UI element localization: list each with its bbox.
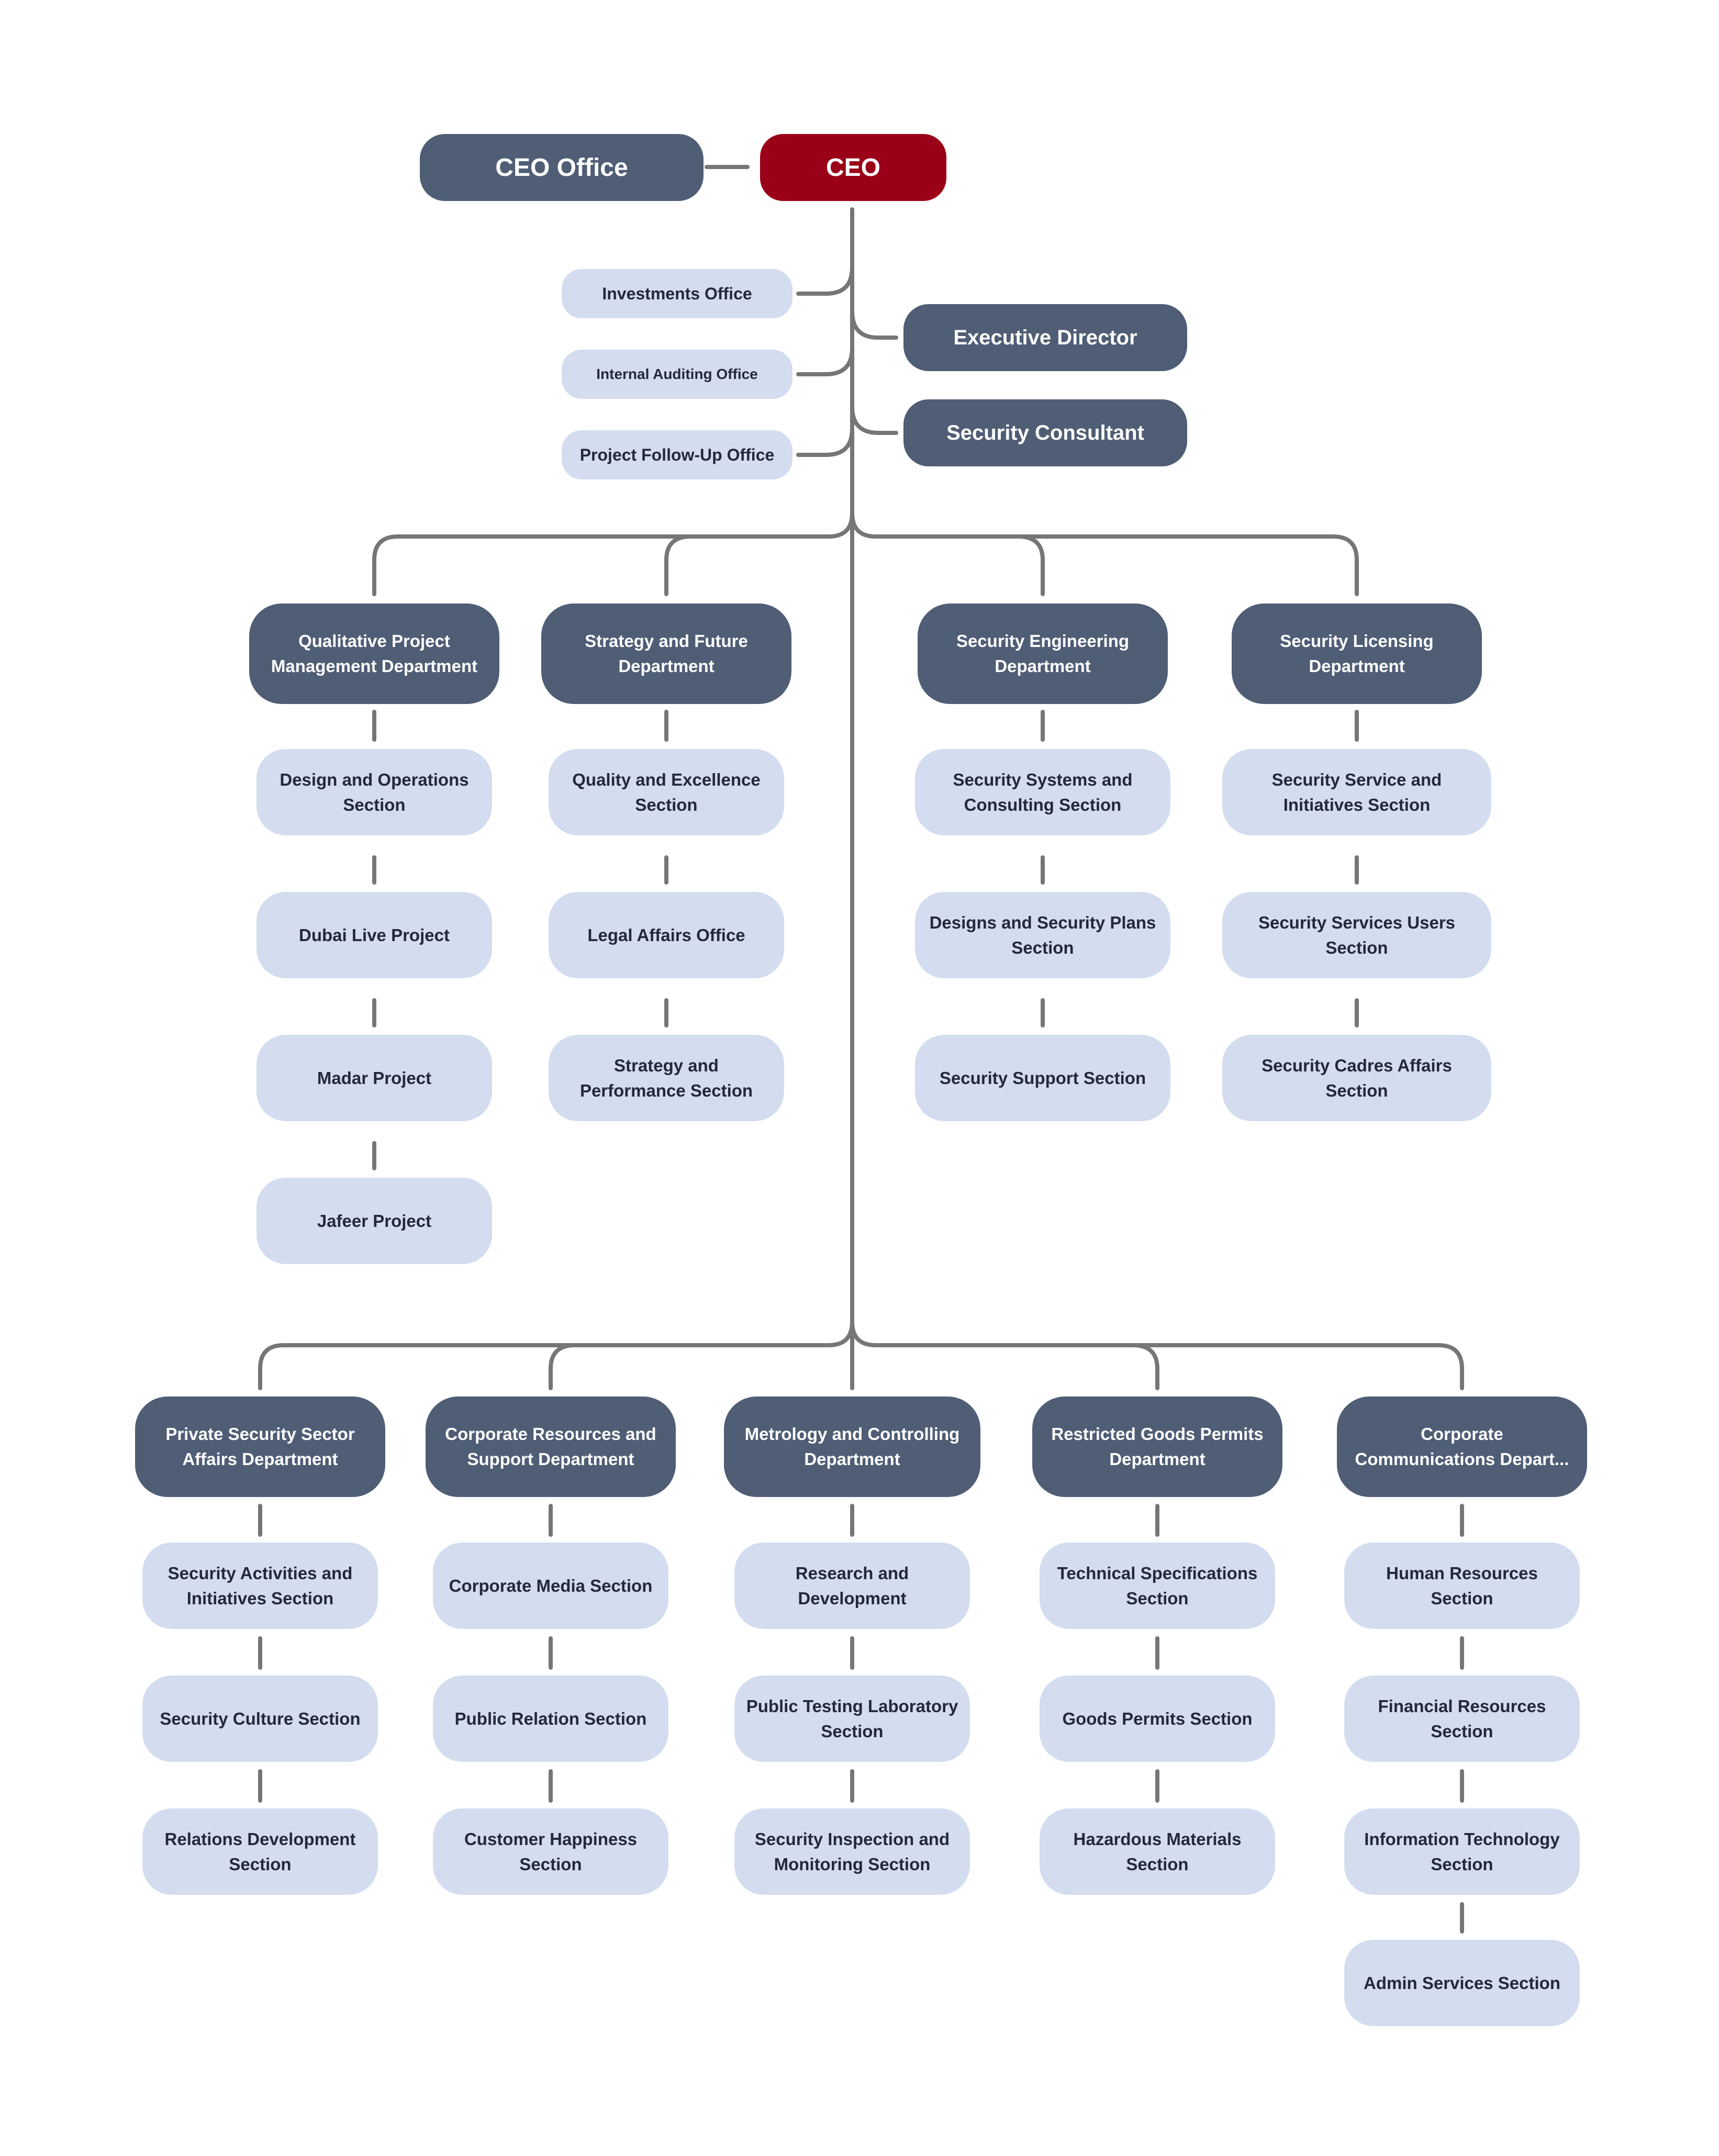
section-label: Security Support Section	[939, 1068, 1146, 1088]
section-box[interactable]: Dubai Live Project	[256, 892, 492, 978]
executive-director-box[interactable]: Executive Director	[903, 304, 1187, 371]
executive-director-label: Executive Director	[953, 326, 1137, 349]
section-label: Security Culture Section	[160, 1708, 361, 1728]
section-box[interactable]: Technical Specifications Section	[1040, 1543, 1275, 1629]
section-label: Design and Operations Section	[280, 769, 469, 814]
section-label: Goods Permits Section	[1062, 1708, 1253, 1728]
department-box[interactable]: Corporate Communications Depart...	[1337, 1397, 1587, 1497]
section-box[interactable]: Admin Services Section	[1344, 1940, 1580, 2026]
section-box[interactable]: Security Services Users Section	[1222, 892, 1491, 978]
section-label: Dubai Live Project	[299, 925, 450, 945]
ceo-office-box[interactable]: CEO Office	[420, 134, 704, 201]
section-box[interactable]: Madar Project	[256, 1035, 492, 1121]
department-box[interactable]: Private Security Sector Affairs Departme…	[135, 1397, 385, 1497]
security-consultant-box[interactable]: Security Consultant	[903, 399, 1187, 466]
section-box[interactable]: Design and Operations Section	[256, 749, 492, 835]
section-label: Admin Services Section	[1364, 1973, 1560, 1993]
section-label: Jafeer Project	[317, 1211, 432, 1231]
project-follow-up-office-label: Project Follow-Up Office	[579, 445, 775, 464]
section-label: Security Service and Initiatives Section	[1271, 769, 1442, 814]
ceo-office-label: CEO Office	[495, 153, 628, 182]
section-box[interactable]: Customer Happiness Section	[433, 1808, 668, 1895]
section-label: Corporate Media Section	[449, 1576, 653, 1595]
section-box[interactable]: Jafeer Project	[256, 1178, 492, 1264]
section-label: Madar Project	[317, 1068, 432, 1088]
section-box[interactable]: Human Resources Section	[1344, 1543, 1580, 1629]
section-box[interactable]: Goods Permits Section	[1040, 1675, 1275, 1762]
department-label: Private Security Sector Affairs Departme…	[165, 1424, 355, 1469]
department-box[interactable]: Metrology and Controlling Department	[724, 1397, 980, 1497]
section-label: Security Systems and Consulting Section	[953, 769, 1133, 814]
section-label: Information Technology Section	[1364, 1829, 1560, 1874]
section-label: Legal Affairs Office	[587, 925, 745, 945]
internal-auditing-office-box[interactable]: Internal Auditing Office	[562, 350, 792, 399]
department-label: Strategy and Future Department	[585, 631, 748, 676]
section-label: Research and Development	[795, 1563, 909, 1608]
department-label: Qualitative Project Management Departmen…	[271, 631, 478, 676]
section-box[interactable]: Designs and Security Plans Section	[915, 892, 1170, 978]
ceo-box[interactable]: CEO	[760, 134, 946, 201]
department-label: Security Engineering Department	[956, 631, 1130, 676]
department-box[interactable]: Corporate Resources and Support Departme…	[426, 1397, 676, 1497]
section-box[interactable]: Security Inspection and Monitoring Secti…	[734, 1808, 970, 1895]
section-box[interactable]: Information Technology Section	[1344, 1808, 1580, 1895]
section-box[interactable]: Public Testing Laboratory Section	[734, 1675, 970, 1762]
section-box[interactable]: Security Culture Section	[142, 1675, 378, 1762]
section-label: Financial Resources Section	[1378, 1696, 1546, 1741]
section-box[interactable]: Security Service and Initiatives Section	[1222, 749, 1491, 835]
department-label: Metrology and Controlling Department	[744, 1424, 960, 1469]
section-box[interactable]: Strategy and Performance Section	[549, 1035, 784, 1121]
department-box[interactable]: Security Engineering Department	[918, 604, 1168, 704]
section-label: Customer Happiness Section	[464, 1829, 638, 1874]
section-label: Public Testing Laboratory Section	[746, 1696, 958, 1741]
section-box[interactable]: Quality and Excellence Section	[549, 749, 784, 835]
section-label: Designs and Security Plans Section	[929, 912, 1156, 957]
internal-auditing-office-label: Internal Auditing Office	[596, 366, 758, 382]
department-box[interactable]: Security Licensing Department	[1232, 604, 1482, 704]
project-follow-up-office-box[interactable]: Project Follow-Up Office	[562, 430, 792, 479]
section-label: Security Cadres Affairs Section	[1262, 1055, 1452, 1100]
department-label: Corporate Resources and Support Departme…	[445, 1424, 656, 1469]
section-box[interactable]: Security Support Section	[915, 1035, 1170, 1121]
ceo-label: CEO	[825, 153, 880, 182]
department-box[interactable]: Strategy and Future Department	[541, 604, 791, 704]
section-label: Security Activities and Initiatives Sect…	[168, 1563, 353, 1608]
investments-office-label: Investments Office	[602, 284, 752, 303]
section-box[interactable]: Financial Resources Section	[1344, 1675, 1580, 1762]
section-box[interactable]: Relations Development Section	[142, 1808, 378, 1895]
section-box[interactable]: Corporate Media Section	[433, 1543, 668, 1629]
section-label: Human Resources Section	[1386, 1563, 1538, 1608]
section-label: Quality and Excellence Section	[572, 769, 761, 814]
department-label: Corporate Communications Depart...	[1355, 1424, 1569, 1469]
section-box[interactable]: Security Activities and Initiatives Sect…	[142, 1543, 378, 1629]
section-label: Security Services Users Section	[1258, 912, 1456, 957]
section-label: Public Relation Section	[454, 1708, 647, 1728]
department-box[interactable]: Qualitative Project Management Departmen…	[249, 604, 499, 704]
section-label: Security Inspection and Monitoring Secti…	[754, 1829, 950, 1874]
investments-office-box[interactable]: Investments Office	[562, 269, 792, 318]
section-label: Hazardous Materials Section	[1073, 1829, 1242, 1874]
section-label: Relations Development Section	[164, 1829, 356, 1874]
department-label: Restricted Goods Permits Department	[1051, 1424, 1264, 1469]
department-label: Security Licensing Department	[1280, 631, 1434, 676]
section-box[interactable]: Security Systems and Consulting Section	[915, 749, 1170, 835]
section-label: Strategy and Performance Section	[579, 1055, 753, 1100]
security-consultant-label: Security Consultant	[946, 421, 1144, 444]
section-box[interactable]: Public Relation Section	[433, 1675, 668, 1762]
section-label: Technical Specifications Section	[1057, 1563, 1258, 1608]
section-box[interactable]: Security Cadres Affairs Section	[1222, 1035, 1491, 1121]
section-box[interactable]: Legal Affairs Office	[549, 892, 784, 978]
section-box[interactable]: Research and Development	[734, 1543, 970, 1629]
section-box[interactable]: Hazardous Materials Section	[1040, 1808, 1275, 1895]
department-box[interactable]: Restricted Goods Permits Department	[1032, 1397, 1282, 1497]
